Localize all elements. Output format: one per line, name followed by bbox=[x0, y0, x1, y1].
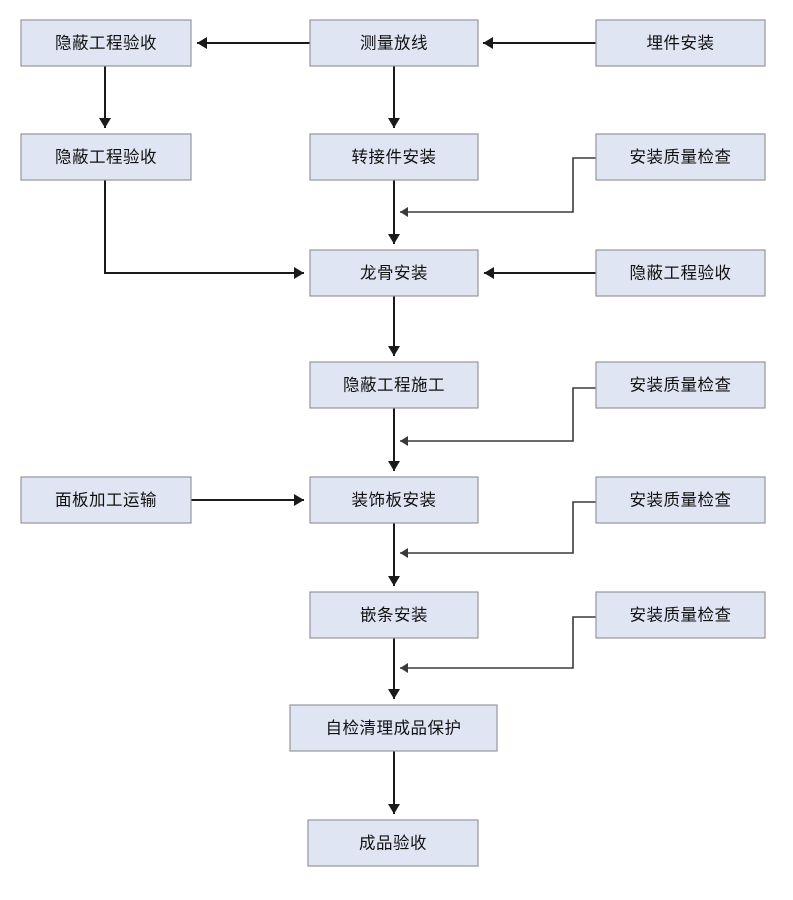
flow-edge bbox=[191, 494, 304, 506]
flow-edge bbox=[483, 37, 596, 49]
flow-node-n1[interactable]: 隐蔽工程验收 bbox=[20, 19, 192, 67]
arrowhead-down bbox=[388, 234, 400, 244]
flow-node-n15[interactable]: 安装质量检查 bbox=[595, 591, 766, 639]
flow-edge bbox=[104, 180, 304, 279]
arrowhead-down bbox=[388, 804, 400, 814]
flow-node-n4[interactable]: 隐蔽工程验收 bbox=[20, 133, 192, 181]
arrowhead-down bbox=[388, 118, 400, 128]
node-box[interactable] bbox=[20, 476, 192, 524]
node-box[interactable] bbox=[595, 476, 766, 524]
node-label: 隐蔽工程验收 bbox=[55, 147, 157, 166]
flow-node-n9[interactable]: 隐蔽工程施工 bbox=[309, 361, 479, 409]
flow-edge bbox=[388, 296, 400, 356]
arrowhead-left bbox=[197, 37, 207, 49]
node-label: 嵌条安装 bbox=[360, 605, 428, 624]
node-box[interactable] bbox=[595, 361, 766, 409]
flow-node-n12[interactable]: 装饰板安装 bbox=[309, 476, 479, 524]
flow-edge bbox=[400, 387, 596, 446]
flow-node-n17[interactable]: 成品验收 bbox=[307, 819, 479, 867]
arrowhead-down bbox=[99, 118, 111, 128]
node-box[interactable] bbox=[309, 361, 479, 409]
node-label: 龙骨安装 bbox=[360, 263, 428, 282]
flow-edge bbox=[400, 157, 596, 217]
arrowhead-right bbox=[294, 494, 304, 506]
edges-layer bbox=[99, 37, 596, 814]
arrowhead-left bbox=[400, 436, 408, 446]
edge-path bbox=[400, 387, 596, 442]
flow-node-n11[interactable]: 面板加工运输 bbox=[20, 476, 192, 524]
flow-edge bbox=[388, 66, 400, 128]
flow-node-n3[interactable]: 埋件安装 bbox=[595, 19, 766, 67]
flow-edge bbox=[388, 408, 400, 471]
flow-edge bbox=[388, 638, 400, 699]
edge-path bbox=[104, 180, 304, 274]
node-box[interactable] bbox=[20, 133, 192, 181]
flow-node-n6[interactable]: 安装质量检查 bbox=[595, 133, 766, 181]
node-box[interactable] bbox=[309, 133, 479, 181]
arrowhead-down bbox=[388, 346, 400, 356]
node-label: 面板加工运输 bbox=[55, 490, 157, 509]
arrowhead-down bbox=[388, 461, 400, 471]
flow-node-n13[interactable]: 安装质量检查 bbox=[595, 476, 766, 524]
flow-edge bbox=[484, 267, 596, 279]
flow-node-n10[interactable]: 安装质量检查 bbox=[595, 361, 766, 409]
edge-path bbox=[400, 616, 596, 669]
edge-path bbox=[400, 157, 596, 213]
arrowhead-down bbox=[388, 689, 400, 699]
node-label: 安装质量检查 bbox=[630, 490, 732, 509]
node-box[interactable] bbox=[309, 476, 479, 524]
node-box[interactable] bbox=[595, 591, 766, 639]
nodes-layer: 隐蔽工程验收测量放线埋件安装隐蔽工程验收转接件安装安装质量检查龙骨安装隐蔽工程验… bbox=[20, 19, 766, 867]
flow-node-n16[interactable]: 自检清理成品保护 bbox=[289, 704, 498, 752]
node-label: 隐蔽工程验收 bbox=[630, 263, 732, 282]
node-label: 安装质量检查 bbox=[630, 375, 732, 394]
node-box[interactable] bbox=[20, 19, 192, 67]
node-label: 隐蔽工程施工 bbox=[343, 375, 445, 394]
node-box[interactable] bbox=[307, 819, 479, 867]
arrowhead-left bbox=[400, 663, 408, 673]
node-label: 隐蔽工程验收 bbox=[55, 33, 157, 52]
arrowhead-left bbox=[484, 267, 494, 279]
arrowhead-left bbox=[483, 37, 493, 49]
node-box[interactable] bbox=[595, 19, 766, 67]
flow-edge bbox=[388, 751, 400, 814]
flow-node-n14[interactable]: 嵌条安装 bbox=[309, 591, 479, 639]
flow-node-n2[interactable]: 测量放线 bbox=[309, 19, 479, 67]
node-box[interactable] bbox=[309, 249, 479, 297]
arrowhead-right bbox=[294, 267, 304, 279]
flow-node-n5[interactable]: 转接件安装 bbox=[309, 133, 479, 181]
node-label: 成品验收 bbox=[359, 833, 427, 852]
edge-path bbox=[400, 501, 596, 554]
node-label: 安装质量检查 bbox=[630, 147, 732, 166]
node-box[interactable] bbox=[595, 249, 766, 297]
arrowhead-down bbox=[388, 576, 400, 586]
flow-edge bbox=[400, 501, 596, 558]
flow-edge bbox=[197, 37, 310, 49]
flow-node-n7[interactable]: 龙骨安装 bbox=[309, 249, 479, 297]
node-label: 自检清理成品保护 bbox=[326, 718, 462, 737]
flow-edge bbox=[400, 616, 596, 673]
flow-edge bbox=[388, 180, 400, 244]
node-box[interactable] bbox=[309, 19, 479, 67]
node-label: 转接件安装 bbox=[352, 147, 437, 166]
node-label: 埋件安装 bbox=[647, 33, 715, 52]
node-box[interactable] bbox=[595, 133, 766, 181]
node-label: 装饰板安装 bbox=[352, 490, 437, 509]
arrowhead-left bbox=[400, 548, 408, 558]
node-box[interactable] bbox=[289, 704, 498, 752]
flow-edge bbox=[388, 523, 400, 586]
node-label: 安装质量检查 bbox=[630, 605, 732, 624]
node-box[interactable] bbox=[309, 591, 479, 639]
flow-node-n8[interactable]: 隐蔽工程验收 bbox=[595, 249, 766, 297]
arrowhead-left bbox=[400, 207, 408, 217]
node-label: 测量放线 bbox=[360, 33, 428, 52]
flow-edge bbox=[99, 66, 111, 128]
